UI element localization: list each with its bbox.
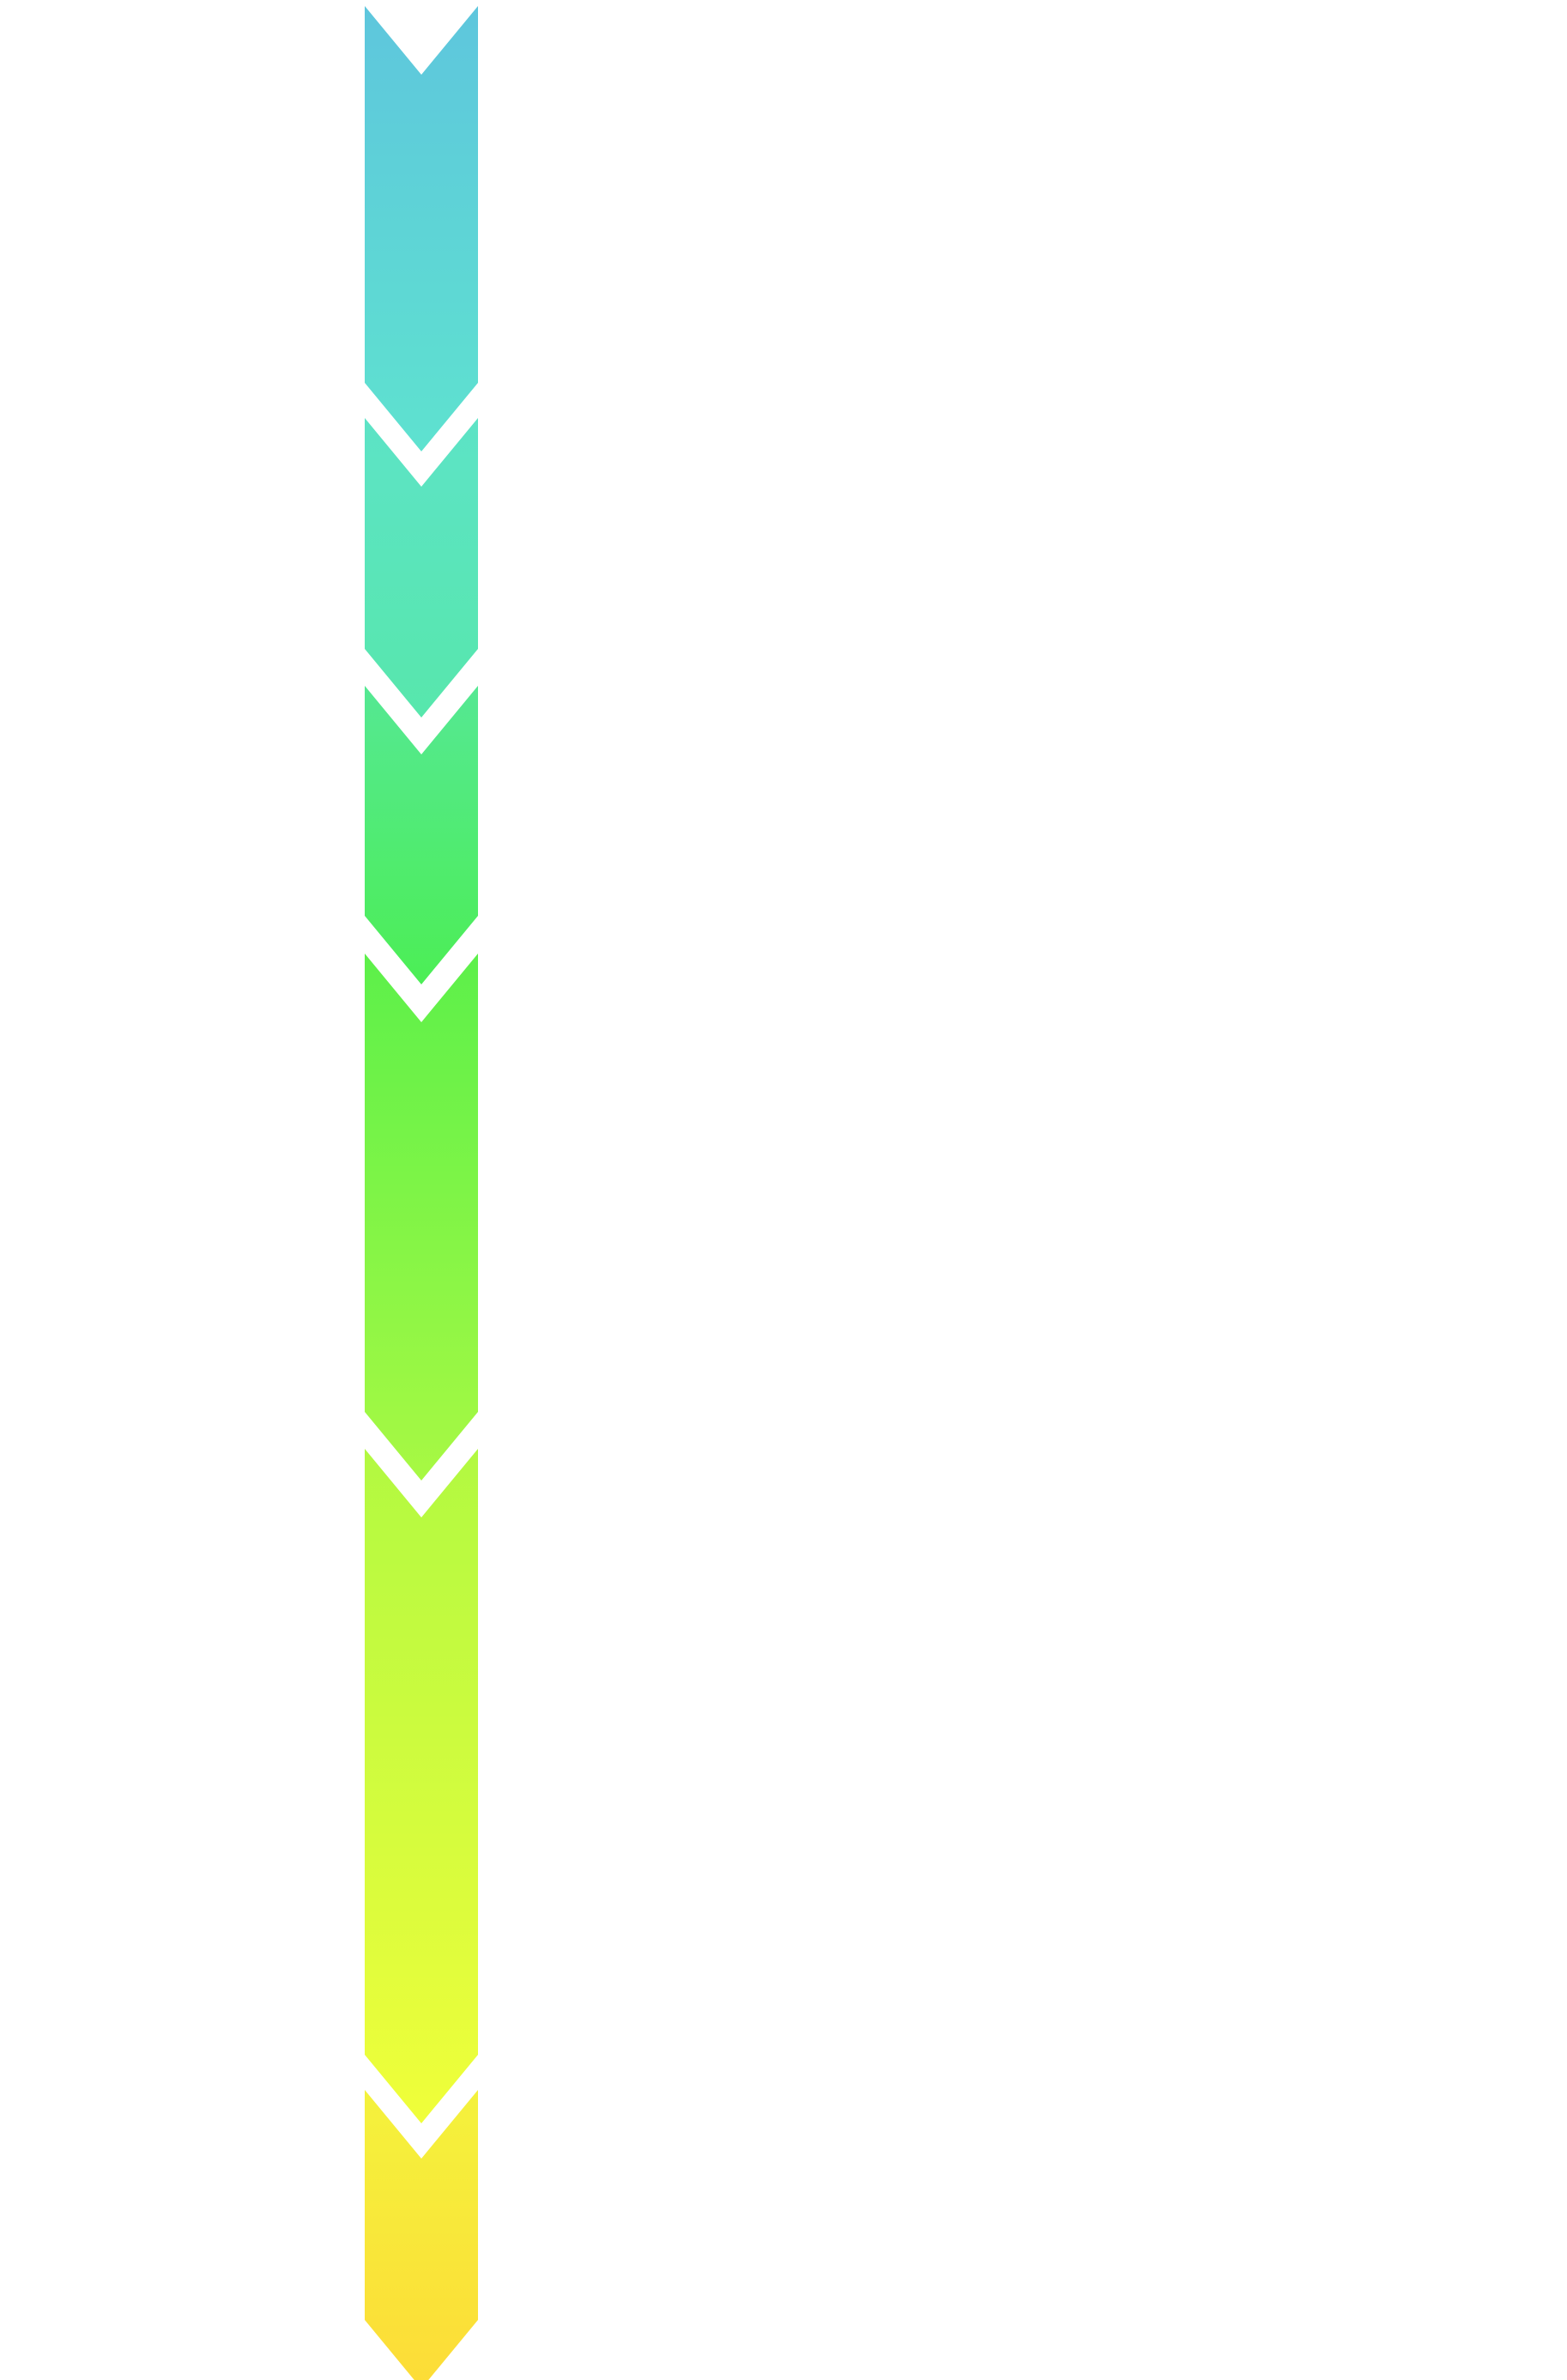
chevron-segment-2 bbox=[365, 418, 478, 718]
chevron-segment-1 bbox=[365, 6, 478, 451]
chevron-segment-3 bbox=[365, 686, 478, 984]
chevron-segment-6 bbox=[365, 2090, 478, 2380]
chevron-segment-5 bbox=[365, 1449, 478, 2123]
chevron-segment-4 bbox=[365, 954, 478, 1481]
chevron-segments bbox=[365, 6, 478, 2380]
